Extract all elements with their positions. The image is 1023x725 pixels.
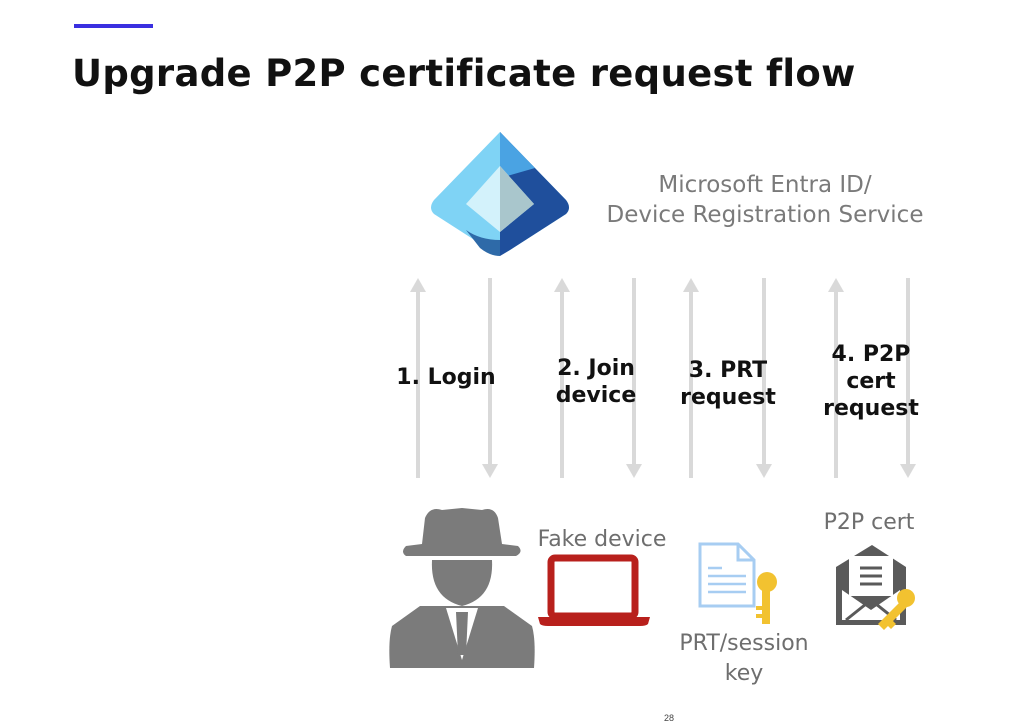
fake-device-caption: Fake device [537, 527, 667, 552]
arrow-up-prt [683, 278, 699, 478]
step-login-label: 1. Login [386, 364, 506, 391]
step-join-label: 2. Join device [536, 355, 656, 409]
arrow-up-login [410, 278, 426, 478]
step-text: request [823, 396, 919, 421]
accent-bar [74, 24, 153, 28]
step-text: device [555, 383, 637, 408]
envelope-cert-icon [836, 545, 915, 630]
step-text: 1. Login [396, 365, 496, 390]
prt-caption-line-1: PRT/session [679, 631, 809, 656]
page-number: 28 [664, 713, 675, 723]
step-cert-label: 4. P2P cert request [811, 341, 931, 422]
flow-arrows [410, 278, 916, 478]
step-text: cert [846, 369, 896, 394]
arrow-down-cert [900, 278, 916, 478]
step-prt-label: 3. PRT request [668, 357, 788, 411]
service-label: Microsoft Entra ID/ Device Registration … [590, 170, 940, 230]
step-text: 2. Join [557, 356, 635, 381]
hacker-icon [389, 508, 535, 668]
arrow-down-login [482, 278, 498, 478]
step-text: 4. P2P [831, 342, 911, 367]
service-line-2: Device Registration Service [606, 202, 924, 228]
arrow-up-join [554, 278, 570, 478]
p2p-cert-caption: P2P cert [823, 510, 915, 535]
prt-caption: PRT/session key [660, 629, 828, 689]
document-key-icon [698, 542, 777, 624]
step-text: 3. PRT [688, 358, 768, 383]
prt-caption-line-2: key [724, 661, 764, 686]
arrow-down-join [626, 278, 642, 478]
entra-id-logo-icon [431, 132, 569, 256]
laptop-icon [538, 554, 650, 626]
arrow-up-cert [828, 278, 844, 478]
service-line-1: Microsoft Entra ID/ [658, 172, 872, 198]
slide-title: Upgrade P2P certificate request flow [72, 52, 856, 95]
step-text: request [680, 385, 776, 410]
arrow-down-prt [756, 278, 772, 478]
